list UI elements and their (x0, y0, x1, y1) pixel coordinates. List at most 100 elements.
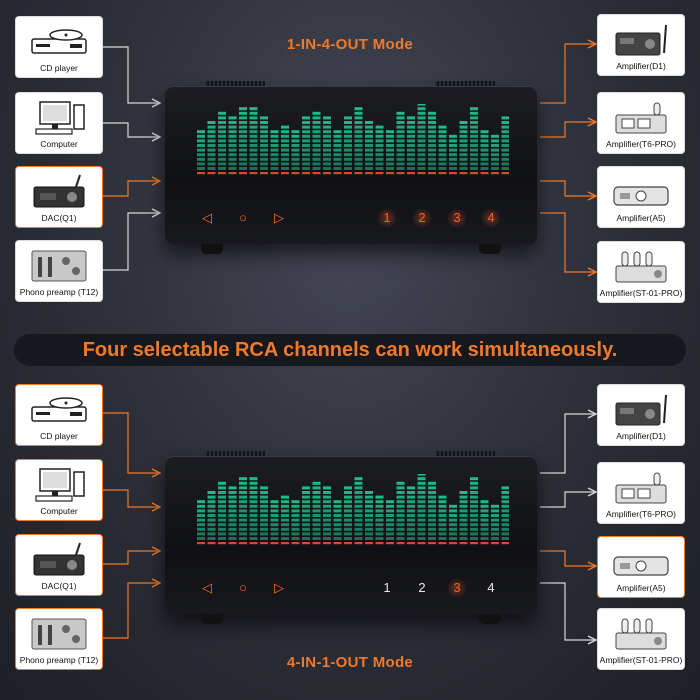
meter-segment (417, 486, 426, 490)
meter-segment (260, 148, 268, 152)
meter-segment (302, 504, 310, 508)
channel-4-button[interactable]: 4 (487, 580, 495, 595)
meter-segment (281, 509, 289, 513)
meter-segment (312, 125, 321, 129)
meter-segment (365, 125, 373, 129)
meter-segment (407, 121, 415, 124)
meter-segment (323, 509, 331, 513)
channel-4-button[interactable]: 4 (481, 208, 501, 228)
meter-segment (218, 500, 226, 504)
meter-segment (218, 111, 226, 115)
tube-amplifier-icon (615, 472, 667, 504)
meter-baseline-segment (396, 542, 405, 545)
meter-segment (249, 107, 258, 111)
meter-segment (197, 518, 205, 522)
meter-segment (249, 116, 258, 120)
channel-1-button[interactable]: 1 (377, 208, 397, 228)
spectrum-meter (197, 104, 509, 175)
meter-segment (302, 509, 310, 513)
meter-segment (354, 162, 363, 166)
meter-segment (323, 486, 331, 490)
meter-segment (302, 162, 310, 166)
meter-segment (386, 148, 394, 152)
meter-segment (386, 134, 394, 138)
meter-segment (470, 504, 478, 508)
meter-segment (501, 527, 509, 531)
meter-segment (249, 111, 258, 115)
meter-segment (197, 153, 205, 157)
meter-segment (197, 527, 205, 531)
meter-segment (491, 523, 499, 527)
input-label: Computer (40, 139, 78, 149)
meter-segment (218, 167, 226, 170)
meter-segment (333, 157, 342, 161)
meter-segment (260, 116, 268, 120)
meter-segment (459, 139, 468, 143)
meter-segment (375, 495, 384, 499)
meter-baseline-segment (197, 542, 205, 545)
meter-segment (417, 125, 426, 129)
meter-segment (470, 167, 478, 170)
meter-segment (239, 504, 247, 508)
meter-segment (281, 532, 289, 536)
meter-segment (302, 495, 310, 499)
meter-segment (354, 116, 363, 120)
meter-segment (354, 504, 363, 508)
meter-segment (260, 514, 268, 517)
meter-segment (228, 504, 237, 508)
meter-segment (417, 162, 426, 166)
power-button[interactable]: ○ (239, 210, 247, 225)
right-arrow-button[interactable]: ▷ (274, 580, 284, 595)
meter-segment (218, 162, 226, 166)
meter-segment (333, 509, 342, 513)
vent-grille (205, 451, 265, 456)
power-button[interactable]: ○ (239, 580, 247, 595)
meter-segment (260, 532, 268, 536)
meter-segment (260, 139, 268, 143)
meter-segment (386, 504, 394, 508)
meter-baseline-segment (281, 172, 289, 175)
meter-segment (344, 125, 352, 129)
meter-segment (344, 514, 352, 517)
meter-segment (407, 523, 415, 527)
channel-2-button[interactable]: 2 (418, 580, 426, 595)
channel-1-button[interactable]: 1 (383, 580, 391, 595)
meter-segment (470, 139, 478, 143)
meter-segment (281, 518, 289, 522)
meter-segment (207, 500, 216, 504)
tube-amplifier-icon (615, 618, 667, 650)
meter-segment (428, 481, 436, 485)
meter-segment (501, 509, 509, 513)
meter-segment (249, 527, 258, 531)
meter-segment (491, 537, 499, 540)
meter-segment (407, 157, 415, 161)
meter-segment (312, 144, 321, 147)
meter-segment (438, 504, 447, 508)
input-label: DAC(Q1) (41, 213, 77, 223)
channel-3-button[interactable]: 3 (447, 208, 467, 228)
meter-segment (417, 111, 426, 115)
meter-segment (228, 509, 237, 513)
meter-segment (291, 162, 300, 166)
meter-segment (302, 134, 310, 138)
meter-segment (260, 157, 268, 161)
meter-segment (249, 125, 258, 129)
channel-3-button[interactable]: 3 (447, 578, 467, 598)
meter-segment (396, 500, 405, 504)
meter-segment (207, 134, 216, 138)
meter-segment (491, 139, 499, 143)
meter-segment (333, 514, 342, 517)
meter-segment (407, 125, 415, 129)
channel-2-button[interactable]: 2 (412, 208, 432, 228)
left-arrow-button[interactable]: ◁ (202, 580, 212, 595)
meter-segment (270, 537, 279, 540)
meter-segment (396, 527, 405, 531)
left-arrow-button[interactable]: ◁ (202, 210, 212, 225)
meter-segment (249, 504, 258, 508)
meter-baseline-segment (291, 172, 300, 175)
meter-segment (239, 518, 247, 522)
right-arrow-button[interactable]: ▷ (274, 210, 284, 225)
meter-segment (228, 527, 237, 531)
meter-segment (323, 153, 331, 157)
meter-segment (239, 121, 247, 124)
